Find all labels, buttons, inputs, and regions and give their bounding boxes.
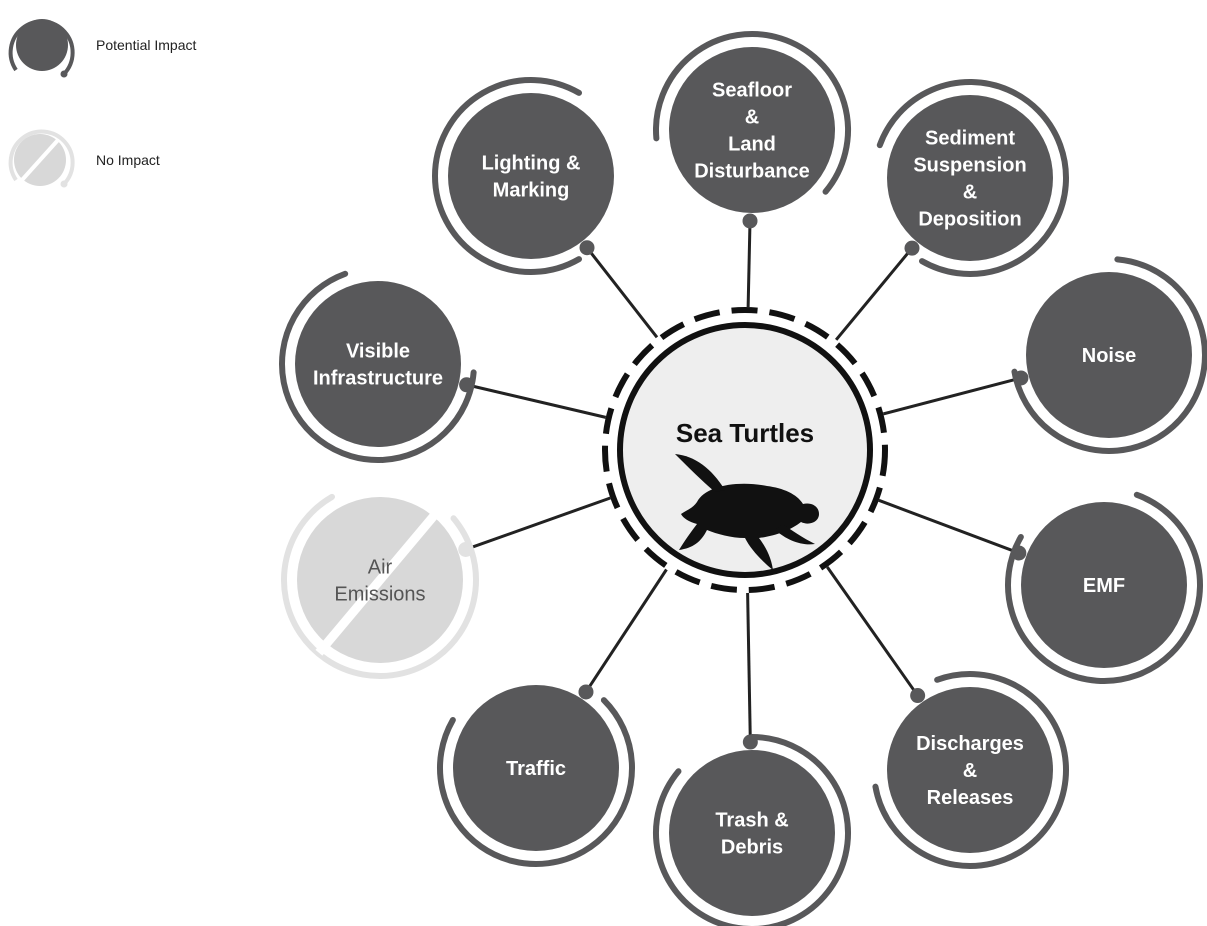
node-label-line: Land [728,134,776,156]
connector-emf [878,498,1020,555]
node-label-line: Releases [927,787,1014,809]
connector-dot-discharges-releases [910,688,926,704]
connector-dot-trash-debris [742,734,758,750]
node-circle-traffic [453,685,619,851]
node-label-line: Suspension [913,155,1026,177]
node-label-line: Deposition [918,209,1021,231]
connector-dot-lighting-marking [579,240,595,256]
node-ring-noise [1011,256,1207,454]
legend-no-impact-label: No Impact [96,152,160,168]
node-circle-seafloor-land-disturbance [669,47,835,213]
legend-potential-label: Potential Impact [96,37,196,53]
center-outer-dashed-ring [602,307,888,593]
connector-seafloor-land-disturbance [746,220,752,308]
connector-dot-traffic [578,684,594,700]
node-label-discharges-releases: Discharges & Releases [916,733,1024,809]
node-label-line: Infrastructure [313,368,443,390]
node-label-line: & [963,760,977,782]
connector-dot-air-emissions [458,541,474,557]
connector-lines [465,220,1022,743]
no-impact-slash [315,504,445,656]
legend: Potential Impact No Impact [8,19,196,188]
node-ring-traffic [437,697,635,867]
node-label-line: Visible [346,341,410,363]
node-label-line: Discharges [916,733,1024,755]
node-ring-discharges-releases [872,671,1069,869]
node-label-line: Traffic [506,758,566,780]
node-label-line: & [963,182,977,204]
node-label-emf: EMF [1083,575,1125,597]
node-circle-discharges-releases [887,687,1053,853]
node-circle-sediment-suspension-deposition [887,95,1053,261]
node-ring-visible-infrastructure [279,270,477,463]
connector-trash-debris [746,592,752,743]
connector-dot-sediment-suspension-deposition [904,240,920,256]
node-label-lighting-marking: Lighting & Marking [482,153,581,202]
node-label-line: & [745,107,759,129]
node-circle-trash-debris [669,750,835,916]
connector-dot-seafloor-land-disturbance [742,213,758,229]
node-emf: EMF [1005,491,1203,684]
node-label-line: Seafloor [712,80,792,102]
node-label-line: EMF [1083,575,1125,597]
node-ring-seafloor-land-disturbance [653,31,851,195]
node-label-line: Lighting & [482,153,581,175]
node-traffic: Traffic [437,684,635,867]
node-ring-lighting-marking [432,77,582,275]
node-label-line: Noise [1082,345,1136,367]
node-label-trash-debris: Trash & Debris [715,810,788,859]
node-noise: Noise [1011,256,1207,454]
connector-visible-infrastructure [466,383,607,419]
connector-dot-noise [1013,370,1029,386]
sea-turtle-icon [675,454,819,570]
center-title: Sea Turtles [676,418,814,448]
node-circle-emf [1021,502,1187,668]
node-ring-sediment-suspension-deposition [876,79,1069,277]
node-ring-air-emissions [281,493,479,679]
connector-dot-visible-infrastructure [459,377,475,393]
connector-sediment-suspension-deposition [834,247,914,341]
center-hub: Sea Turtles [602,307,888,593]
node-circle-lighting-marking [448,93,614,259]
node-label-line: Marking [493,180,570,202]
connector-noise [882,376,1022,416]
connector-air-emissions [465,496,611,551]
legend-potential-swatch [8,19,75,78]
node-circle-noise [1026,272,1192,438]
node-label-line: Trash & [715,810,788,832]
legend-no-impact-swatch [8,129,75,188]
node-label-line: Debris [721,837,783,859]
node-circle-visible-infrastructure [295,281,461,447]
connector-traffic [584,568,668,693]
node-label-line: Sediment [925,128,1015,150]
node-label-line: Disturbance [694,161,810,183]
node-ring-trash-debris [653,734,851,926]
node-label-line: Air [368,557,393,579]
node-discharges-releases: Discharges & Releases [872,671,1069,869]
node-label-noise: Noise [1082,345,1136,367]
node-trash-debris: Trash & Debris [653,734,851,926]
node-label-line: Emissions [334,584,425,606]
node-label-traffic: Traffic [506,758,566,780]
node-ring-emf [1005,491,1203,684]
connector-lighting-marking [585,246,659,339]
connector-discharges-releases [826,566,919,697]
connector-dot-emf [1011,545,1027,561]
node-lighting-marking: Lighting & Marking [432,77,614,275]
